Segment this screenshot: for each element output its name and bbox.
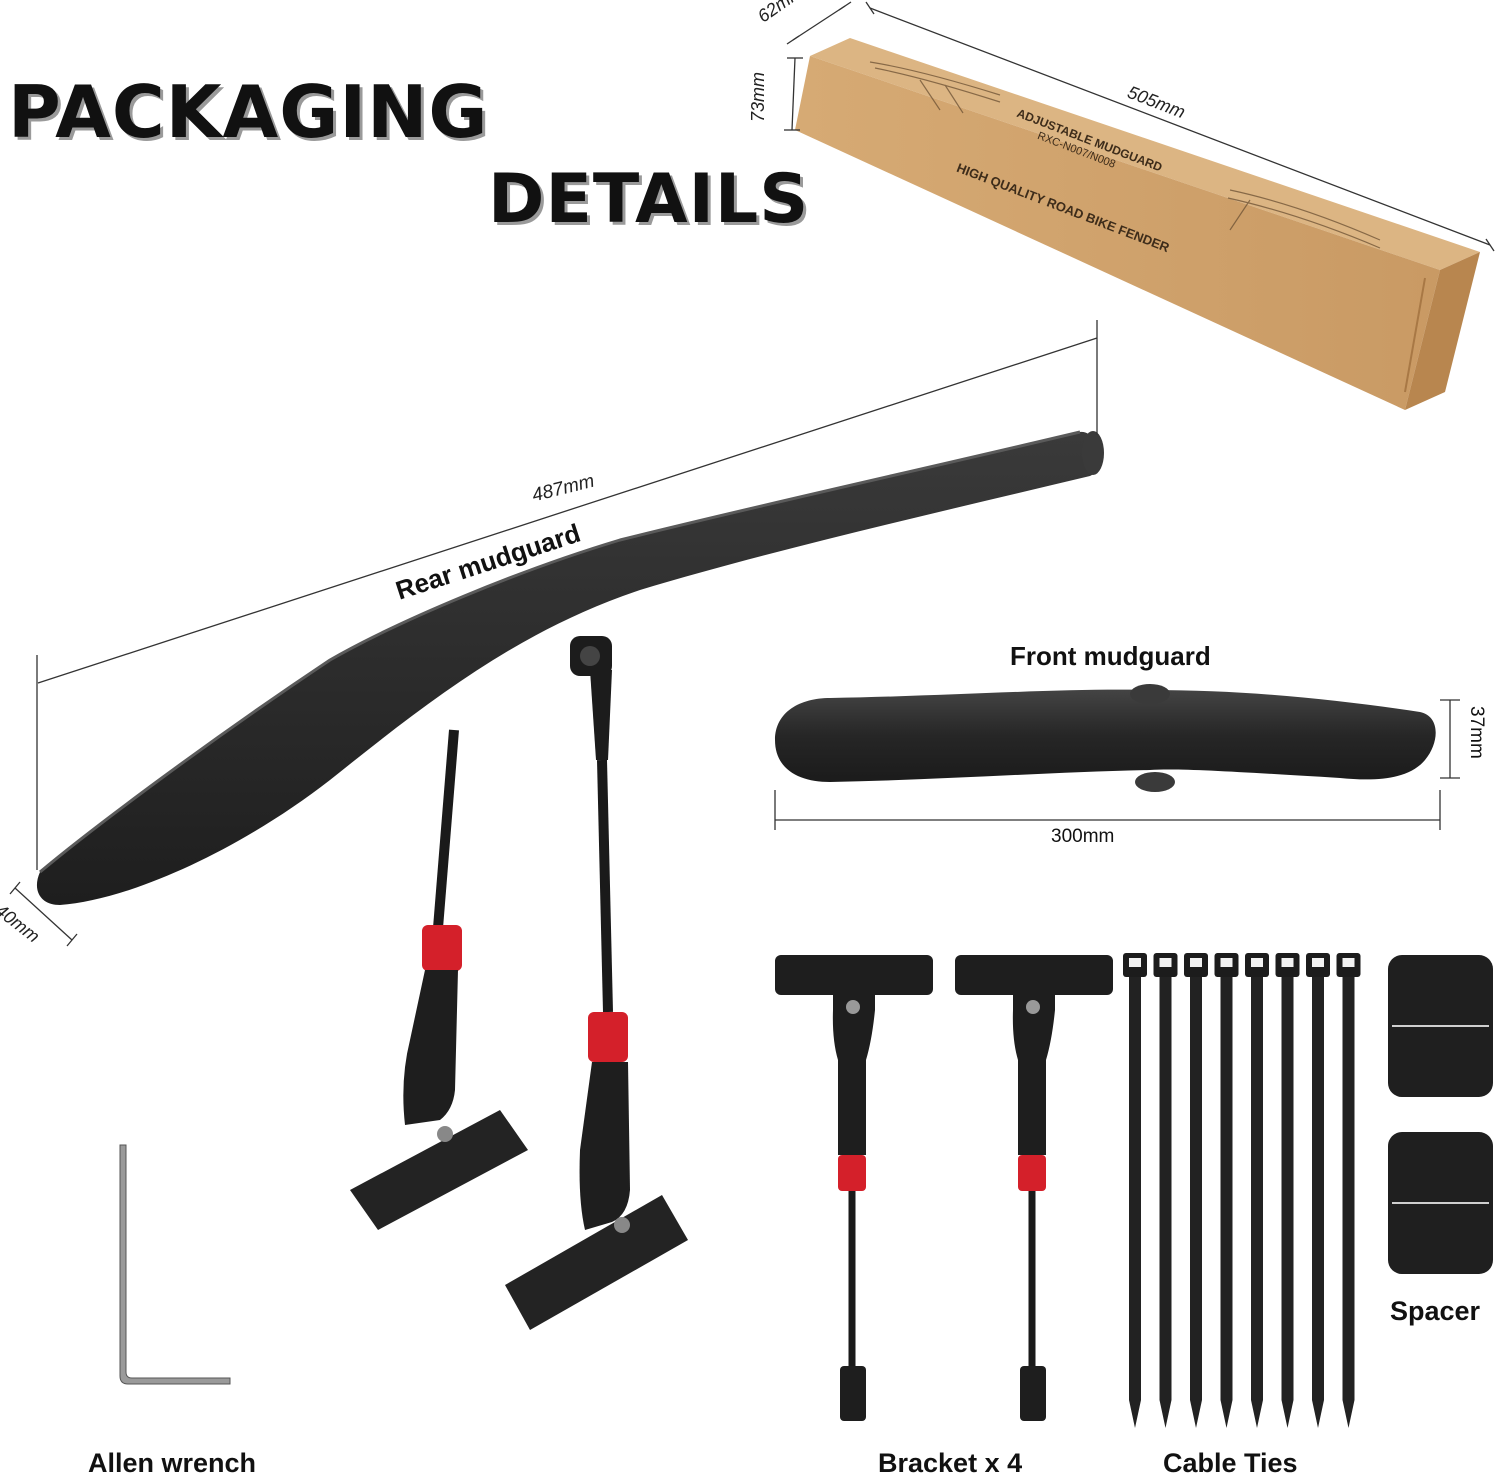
cable-ties (1123, 953, 1361, 1428)
box-print-artwork (869, 61, 1381, 249)
rear-dimension-lines (9, 320, 1098, 947)
spacer-1 (1388, 955, 1493, 1097)
box-height-dimension: 73mm (748, 71, 768, 122)
box-dimension-lines (784, 1, 1495, 252)
spacer-label: Spacer (1390, 1296, 1481, 1326)
cable-ties-label: Cable Ties (1163, 1448, 1298, 1478)
cable-tie (1123, 953, 1147, 1428)
front-length-dimension: 300mm (1051, 826, 1115, 847)
bracket-2 (955, 955, 1113, 1421)
box-top-face (810, 38, 1480, 270)
front-dimension-lines (774, 699, 1460, 830)
front-mudguard-label: Front mudguard (1010, 641, 1211, 671)
bracket-label: Bracket x 4 (878, 1448, 1023, 1478)
front-mudguard (775, 684, 1436, 792)
allen-wrench-label: Allen wrench (88, 1448, 257, 1478)
box-front-face (795, 56, 1440, 410)
spacer-2 (1388, 1132, 1493, 1274)
cable-tie (1275, 953, 1300, 1428)
heading-line-1: PACKAGING (8, 70, 489, 154)
box-end-face (1405, 252, 1480, 410)
cable-tie (1153, 953, 1178, 1428)
cable-tie (1306, 953, 1330, 1428)
allen-wrench (119, 1144, 231, 1385)
cable-tie (1184, 953, 1208, 1428)
rear-stay-left (350, 729, 528, 1230)
bracket-1 (775, 955, 933, 1421)
cable-tie (1336, 953, 1361, 1428)
rear-mudguard (36, 430, 1104, 1330)
rear-stay-right (505, 670, 688, 1330)
packaging-box (795, 38, 1480, 410)
cable-tie (1245, 953, 1269, 1428)
front-height-dimension: 37mm (1466, 706, 1487, 759)
cable-tie (1214, 953, 1239, 1428)
heading-line-2: DETAILS (488, 160, 810, 239)
